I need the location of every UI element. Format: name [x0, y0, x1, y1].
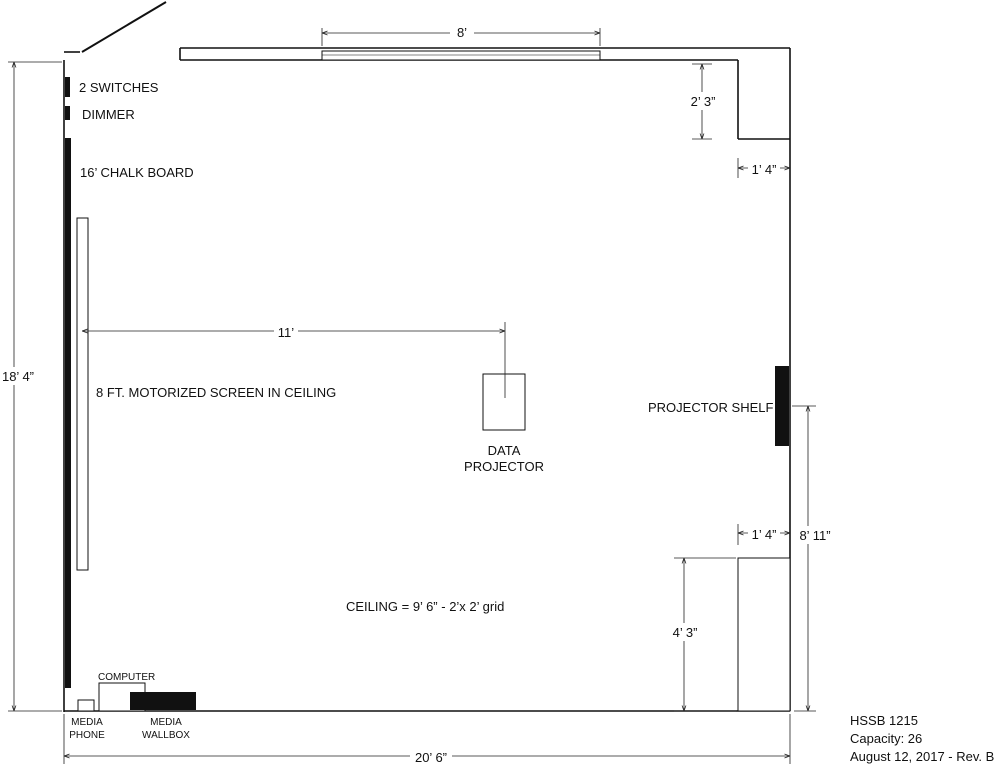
dimmer-icon — [65, 106, 70, 120]
chalkboard-label: 16’ CHALK BOARD — [80, 165, 194, 180]
media-phone-label-line2: PHONE — [69, 730, 105, 741]
switches-icon — [65, 77, 70, 97]
projector-label-line2: PROJECTOR — [464, 459, 544, 474]
dimmer-label: DIMMER — [82, 107, 135, 122]
media-phone-label-line1: MEDIA — [71, 717, 103, 728]
computer-label: COMPUTER — [98, 672, 155, 683]
dim-window-width: 8’ — [457, 25, 467, 40]
room-number: HSSB 1215 — [850, 713, 918, 728]
media-wallbox — [130, 692, 196, 710]
window — [321, 50, 601, 61]
dim-room-depth: 18’ 4” — [2, 369, 34, 384]
chalkboard — [65, 138, 71, 688]
media-phone — [77, 699, 95, 712]
screen-label: 8 FT. MOTORIZED SCREEN IN CEILING — [96, 385, 336, 400]
projector-label-line1: DATA — [488, 443, 521, 458]
dim-alcove-width: 1’ 4” — [752, 162, 777, 177]
projection-screen — [76, 217, 89, 571]
dim-column-height: 4’ 3” — [673, 625, 698, 640]
column — [737, 557, 791, 712]
media-wallbox-label-line1: MEDIA — [150, 717, 182, 728]
dim-shelf-height: 8’ 11” — [799, 528, 830, 543]
door-leaf — [81, 1, 167, 53]
ceiling-label: CEILING = 9’ 6” - 2’x 2’ grid — [346, 599, 504, 614]
dim-alcove-depth: 2’ 3” — [691, 94, 716, 109]
media-wallbox-label-line2: WALLBOX — [142, 730, 190, 741]
projector-shelf — [775, 366, 789, 446]
room-capacity: Capacity: 26 — [850, 731, 922, 746]
revision-date: August 12, 2017 - Rev. B — [850, 749, 994, 764]
dim-screen-to-projector: 11’ — [278, 325, 294, 340]
projector-shelf-label: PROJECTOR SHELF — [648, 400, 774, 415]
switches-label: 2 SWITCHES — [79, 80, 159, 95]
dim-column-width: 1’ 4” — [752, 527, 777, 542]
dim-room-width: 20’ 6” — [415, 750, 447, 765]
data-projector — [482, 373, 526, 431]
